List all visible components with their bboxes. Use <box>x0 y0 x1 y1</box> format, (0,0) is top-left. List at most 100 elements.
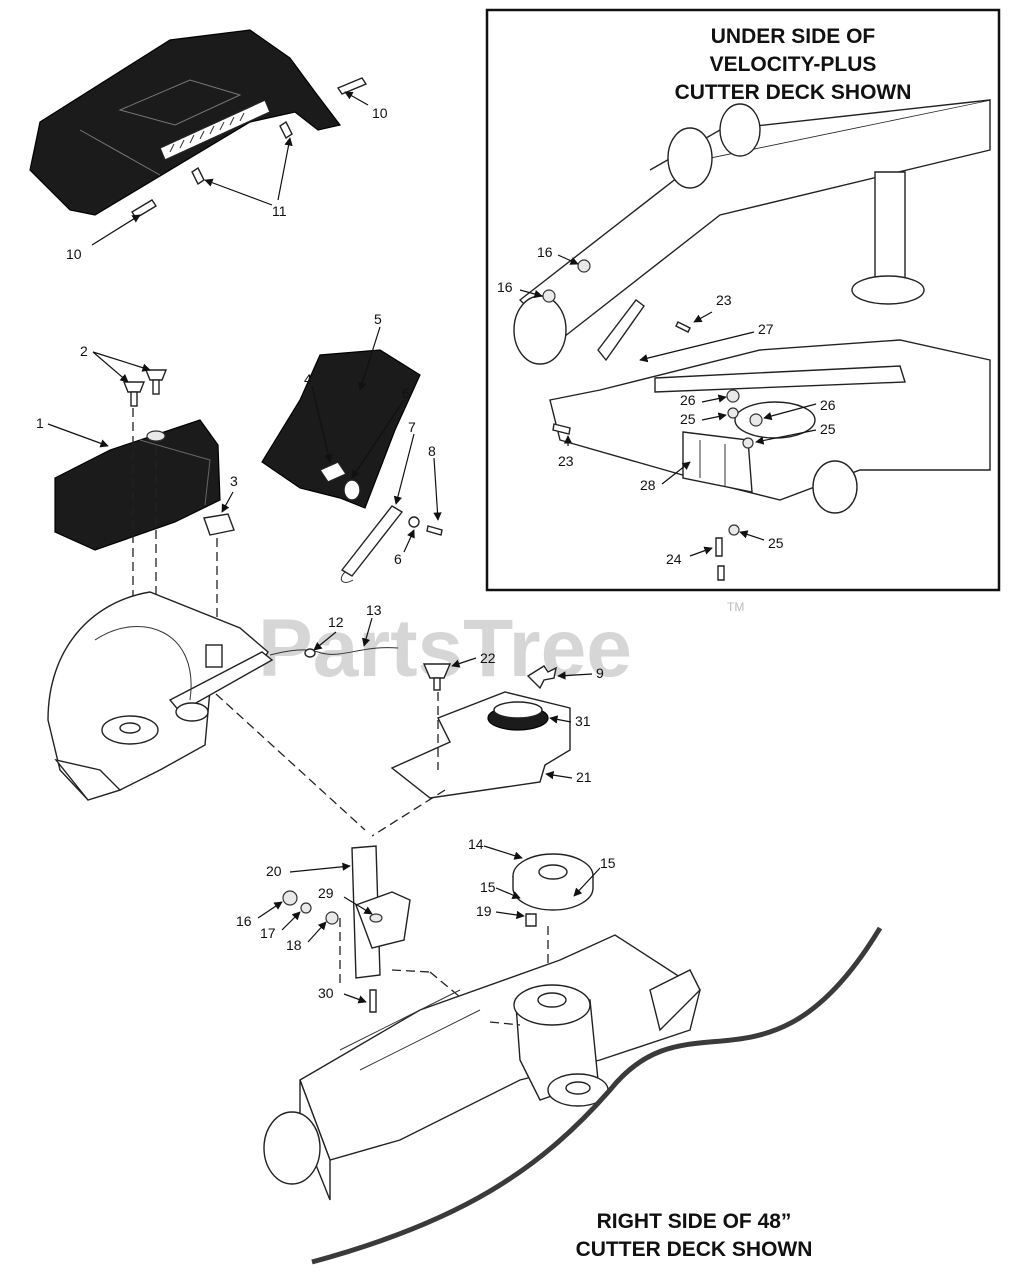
callout-11: 11 <box>272 203 287 219</box>
plate-group: 22 9 31 21 <box>371 650 604 837</box>
nut-16-lower <box>542 289 556 303</box>
shield-guard <box>261 349 421 509</box>
callout-29: 29 <box>318 885 334 901</box>
knob-22 <box>422 663 452 679</box>
inset-callout-28: 28 <box>640 477 656 493</box>
inset-callout-26-right: 26 <box>820 397 836 413</box>
watermark-trademark: TM <box>727 600 744 614</box>
inset-callout-16-lower: 16 <box>497 279 513 295</box>
callout-30: 30 <box>318 985 334 1001</box>
inset-callout-24: 24 <box>666 551 682 567</box>
callout-4: 4 <box>304 371 312 387</box>
belt-housing-group <box>47 591 366 831</box>
callout-31: 31 <box>575 713 591 729</box>
footer-heading-line-2: CUTTER DECK SHOWN <box>576 1238 813 1261</box>
cut-line <box>311 926 883 1265</box>
shield-group: 5 4 6 7 8 6 <box>261 311 443 583</box>
spring-block <box>205 644 223 668</box>
callout-16: 16 <box>236 913 252 929</box>
spindle-hub <box>851 275 925 305</box>
bolt-23-lower <box>552 423 571 435</box>
inset-callout-25-right: 25 <box>820 421 836 437</box>
belt-cover <box>54 419 221 551</box>
watermark-text: PartsTree <box>258 603 632 694</box>
callout-20: 20 <box>266 863 282 879</box>
callout-10-bottom: 10 <box>66 246 82 262</box>
front-roller <box>263 1111 321 1185</box>
callout-21: 21 <box>576 769 592 785</box>
washer-18 <box>325 911 339 925</box>
callout-13: 13 <box>366 602 382 618</box>
callout-3: 3 <box>230 473 238 489</box>
callout-17: 17 <box>260 925 276 941</box>
inset-callout-23-lower: 23 <box>558 453 574 469</box>
inset-callout-27: 27 <box>758 321 774 337</box>
callout-6-upper: 6 <box>402 385 410 401</box>
bolt-24-lower <box>717 565 725 581</box>
callout-14: 14 <box>468 836 484 852</box>
hinge-pin-right <box>336 77 368 95</box>
nut-16 <box>282 890 298 906</box>
bolt-30 <box>369 989 377 1013</box>
deck-skirt <box>54 758 122 801</box>
hinge-pin-left <box>131 199 157 219</box>
inset-callout-16-upper: 16 <box>537 244 553 260</box>
arm-group: 20 29 16 17 18 30 <box>236 845 491 1023</box>
knob-9 <box>526 665 557 690</box>
callout-9: 9 <box>596 665 604 681</box>
pulley-bolt-19 <box>525 913 537 927</box>
bolt-23-upper <box>675 321 691 333</box>
callout-10-top: 10 <box>372 105 388 121</box>
pivot-bracket <box>355 891 411 949</box>
cable-group: 12 13 <box>269 602 399 658</box>
callout-6-lower: 6 <box>394 551 402 567</box>
callout-15-right: 15 <box>600 855 616 871</box>
inset-heading-line-2: VELOCITY-PLUS <box>710 53 877 76</box>
cover-plate <box>390 691 571 799</box>
callout-19: 19 <box>476 903 492 919</box>
callout-15-left: 15 <box>480 879 496 895</box>
deck-roller-top-1 <box>667 127 713 189</box>
nut-26-right <box>749 413 763 427</box>
callout-2: 2 <box>80 343 88 359</box>
nut-26-left <box>726 389 740 403</box>
inset-callout-25-left: 25 <box>680 411 696 427</box>
inset-callout-25-bottom: 25 <box>768 535 784 551</box>
callout-22: 22 <box>480 650 496 666</box>
belt-mounting-plate <box>168 651 274 713</box>
idler-arm <box>340 505 404 577</box>
hairpin-clip-upper <box>279 120 293 140</box>
cover-boss <box>146 430 166 442</box>
deck-roller-right <box>812 460 858 514</box>
washer-6-upper <box>343 479 361 501</box>
callout-1: 1 <box>36 415 44 431</box>
pulley-group: 14 15 15 19 <box>468 836 616 975</box>
bolt-8 <box>426 525 443 536</box>
callout-5: 5 <box>374 311 382 327</box>
cover-group: 2 1 3 <box>36 343 238 720</box>
inset-callout-26-left: 26 <box>680 392 696 408</box>
mower-blade <box>654 365 906 393</box>
inset-panel: UNDER SIDE OF VELOCITY-PLUS CUTTER DECK … <box>485 8 1001 592</box>
washer-17 <box>300 902 312 914</box>
inset-heading-line-3: CUTTER DECK SHOWN <box>675 81 912 104</box>
hairpin-clip-lower <box>191 166 205 186</box>
belt-housing <box>47 591 269 801</box>
deck-roller-left <box>513 295 567 365</box>
washer-6-lower <box>408 516 420 528</box>
washer-25-bottom <box>728 524 740 536</box>
knob-upper <box>144 369 168 381</box>
callout-8: 8 <box>428 443 436 459</box>
nut-16-upper <box>577 259 591 273</box>
inset-heading-line-1: UNDER SIDE OF <box>711 25 876 48</box>
washer-25-right <box>742 437 754 449</box>
deflector-chute-group: 10 11 10 <box>29 29 388 262</box>
deck-roller-top-2 <box>719 103 761 157</box>
callout-18: 18 <box>286 937 302 953</box>
deck-frame <box>299 934 701 1161</box>
baffle-bracket <box>597 299 645 362</box>
deflector-chute <box>29 29 342 216</box>
lower-deck-group <box>263 926 883 1265</box>
inset-callout-23-upper: 23 <box>716 292 732 308</box>
